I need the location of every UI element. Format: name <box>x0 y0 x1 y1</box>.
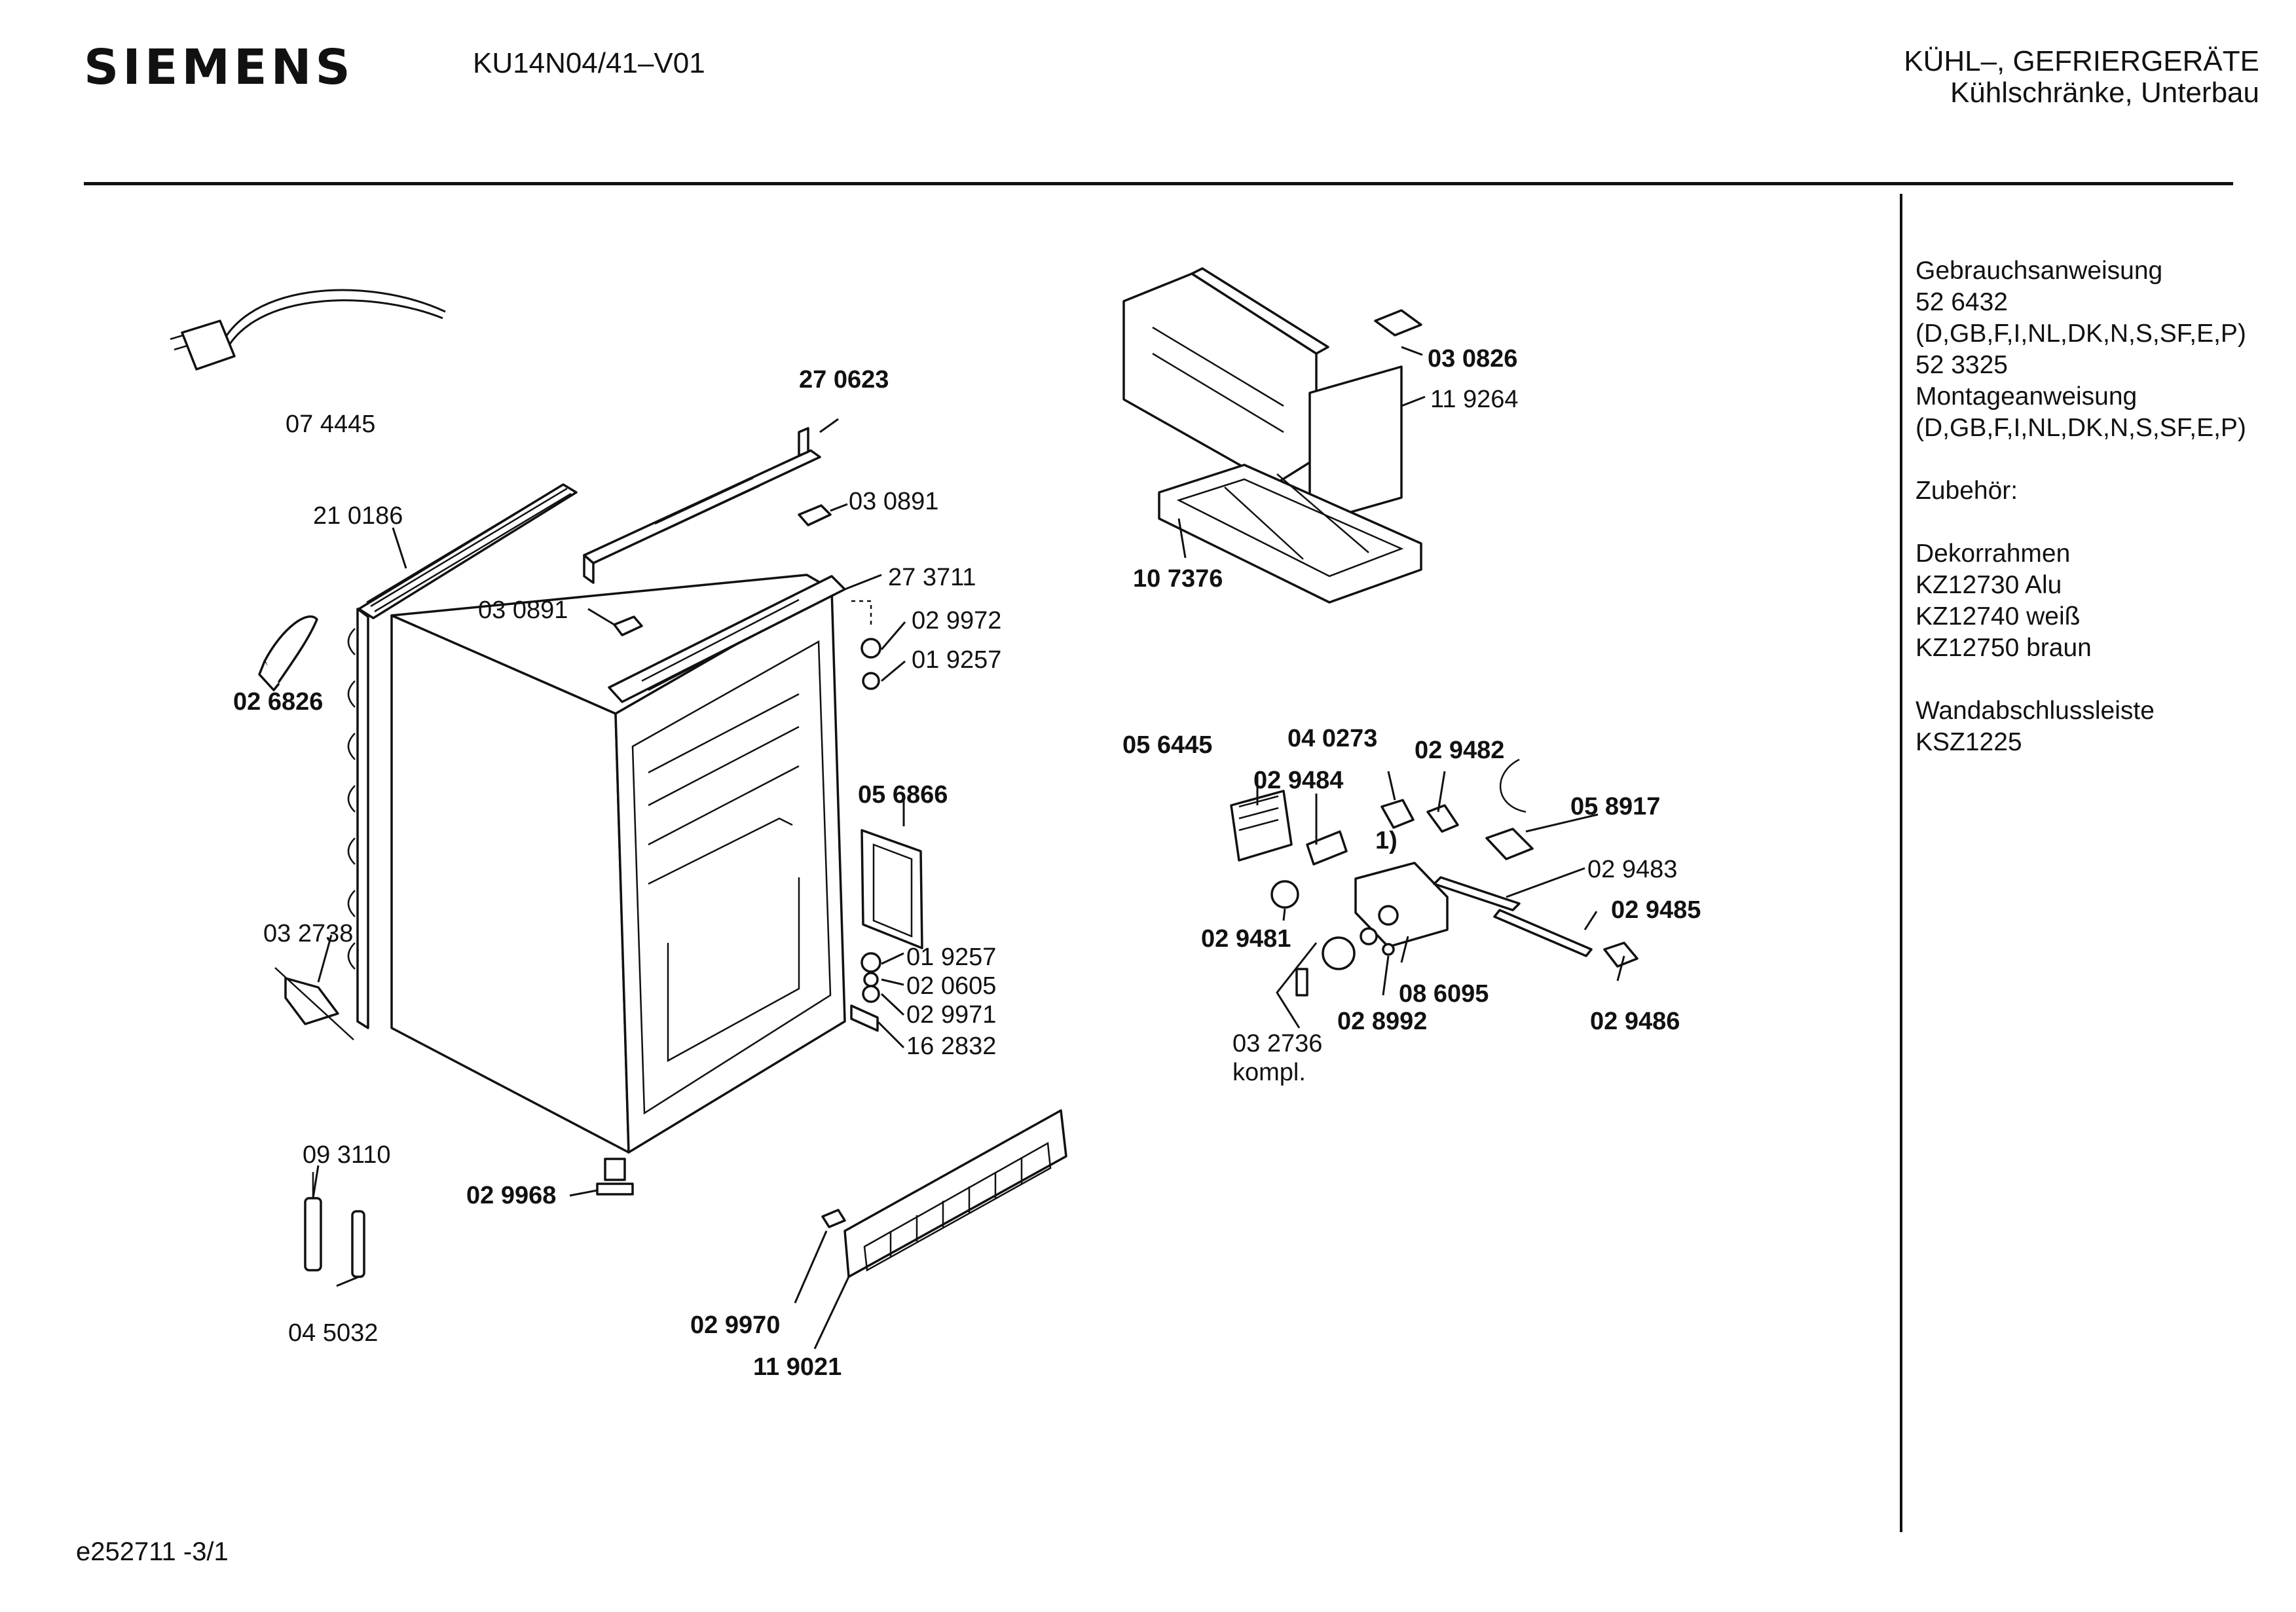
exploded-view-drawing: 07 4445 27 0623 21 0186 03 0891 03 0891 … <box>170 267 1701 1381</box>
side-line: KSZ1225 <box>1916 728 2022 756</box>
leader-lines <box>312 346 1625 1349</box>
part-labels: 07 4445 27 0623 21 0186 03 0891 03 0891 … <box>233 345 1701 1381</box>
page-code: e252711 -3/1 <box>76 1537 229 1566</box>
label-02-9970: 02 9970 <box>690 1311 780 1339</box>
lower-hinge-part <box>850 952 881 1032</box>
power-cord-part <box>170 289 446 371</box>
label-27-0623: 27 0623 <box>799 366 889 394</box>
model-number: KU14N04/41–V01 <box>473 47 705 79</box>
hinge-part <box>608 575 881 703</box>
grille-part <box>821 1109 1067 1278</box>
side-spacer <box>1916 507 2246 538</box>
side-panel: Gebrauchsanweisung 52 6432 (D,GB,F,I,NL,… <box>1916 255 2246 758</box>
label-02-0605: 02 0605 <box>906 972 996 1000</box>
side-line: Gebrauchsanweisung <box>1916 257 2163 285</box>
label-03-0891-b: 03 0891 <box>478 596 568 624</box>
side-spacer <box>1916 444 2246 475</box>
side-line: Zubehör: <box>1916 477 2018 505</box>
label-10-7376: 10 7376 <box>1133 565 1223 593</box>
foot-screw-part <box>596 1158 634 1196</box>
side-line: (D,GB,F,I,NL,DK,N,S,SF,E,P) <box>1916 414 2246 442</box>
condenser-part <box>347 483 578 1029</box>
label-05-6866: 05 6866 <box>858 781 948 809</box>
cover-plate-part <box>861 829 923 949</box>
label-21-0186: 21 0186 <box>313 502 403 530</box>
label-02-8992: 02 8992 <box>1337 1008 1427 1035</box>
label-02-9483: 02 9483 <box>1587 856 1677 883</box>
label-01-9257-b: 01 9257 <box>906 943 996 971</box>
side-line: Wandabschlussleiste <box>1916 697 2155 725</box>
label-11-9264: 11 9264 <box>1430 386 1519 413</box>
label-02-9968: 02 9968 <box>466 1182 556 1209</box>
side-line: KZ12740 weiß <box>1916 602 2081 631</box>
label-02-9484: 02 9484 <box>1253 767 1343 794</box>
side-line: 52 6432 <box>1916 288 2008 316</box>
label-03-2738: 03 2738 <box>263 920 353 947</box>
top-strip-part <box>583 427 821 584</box>
label-kompl: kompl. <box>1232 1059 1306 1086</box>
header-divider <box>84 182 2233 185</box>
side-line: KZ12750 braun <box>1916 634 2092 662</box>
side-line: (D,GB,F,I,NL,DK,N,S,SF,E,P) <box>1916 320 2246 348</box>
label-02-9481: 02 9481 <box>1201 925 1291 953</box>
category-title: KÜHL–, GEFRIERGERÄTE Kühlschränke, Unter… <box>1904 46 2259 109</box>
label-03-2736: 03 2736 <box>1232 1030 1322 1057</box>
category-line-1: KÜHL–, GEFRIERGERÄTE <box>1904 45 2259 77</box>
label-02-9485: 02 9485 <box>1611 896 1701 924</box>
evaporator-part <box>1122 267 1422 525</box>
label-05-6445: 05 6445 <box>1122 731 1212 759</box>
category-line-2: Kühlschränke, Unterbau <box>1950 77 2259 109</box>
label-04-5032: 04 5032 <box>288 1319 378 1347</box>
side-line: 52 3325 <box>1916 351 2008 379</box>
side-line: Montageanweisung <box>1916 382 2138 411</box>
label-03-0891-a: 03 0891 <box>849 488 938 515</box>
side-line: KZ12730 Alu <box>1916 571 2062 599</box>
drip-tray-part <box>1158 464 1422 604</box>
cabinet-body <box>390 574 846 1154</box>
label-08-6095: 08 6095 <box>1399 980 1489 1008</box>
side-spacer <box>1916 664 2246 695</box>
label-11-9021: 11 9021 <box>753 1353 842 1381</box>
label-02-9486: 02 9486 <box>1590 1008 1680 1035</box>
label-02-6826: 02 6826 <box>233 688 323 716</box>
switch-part <box>274 967 354 1040</box>
label-01-9257-a: 01 9257 <box>912 646 1001 674</box>
label-05-8917: 05 8917 <box>1570 793 1660 820</box>
handle-part <box>258 615 318 691</box>
label-09-3110: 09 3110 <box>303 1141 391 1169</box>
label-02-9971: 02 9971 <box>906 1001 996 1029</box>
side-line: Dekorrahmen <box>1916 540 2071 568</box>
label-27-3711: 27 3711 <box>888 564 976 591</box>
label-07-4445: 07 4445 <box>286 411 375 438</box>
note-1: 1) <box>1375 827 1398 854</box>
clip-part <box>613 504 832 636</box>
thermostat-assembly <box>1230 758 1639 997</box>
label-16-2832: 16 2832 <box>906 1033 996 1060</box>
brand-logo: SIEMENS <box>84 39 354 96</box>
label-04-0273: 04 0273 <box>1287 725 1377 752</box>
label-02-9972: 02 9972 <box>912 607 1001 634</box>
side-panel-divider <box>1900 194 1902 1532</box>
label-02-9482: 02 9482 <box>1415 737 1504 764</box>
label-03-0826: 03 0826 <box>1428 345 1517 373</box>
